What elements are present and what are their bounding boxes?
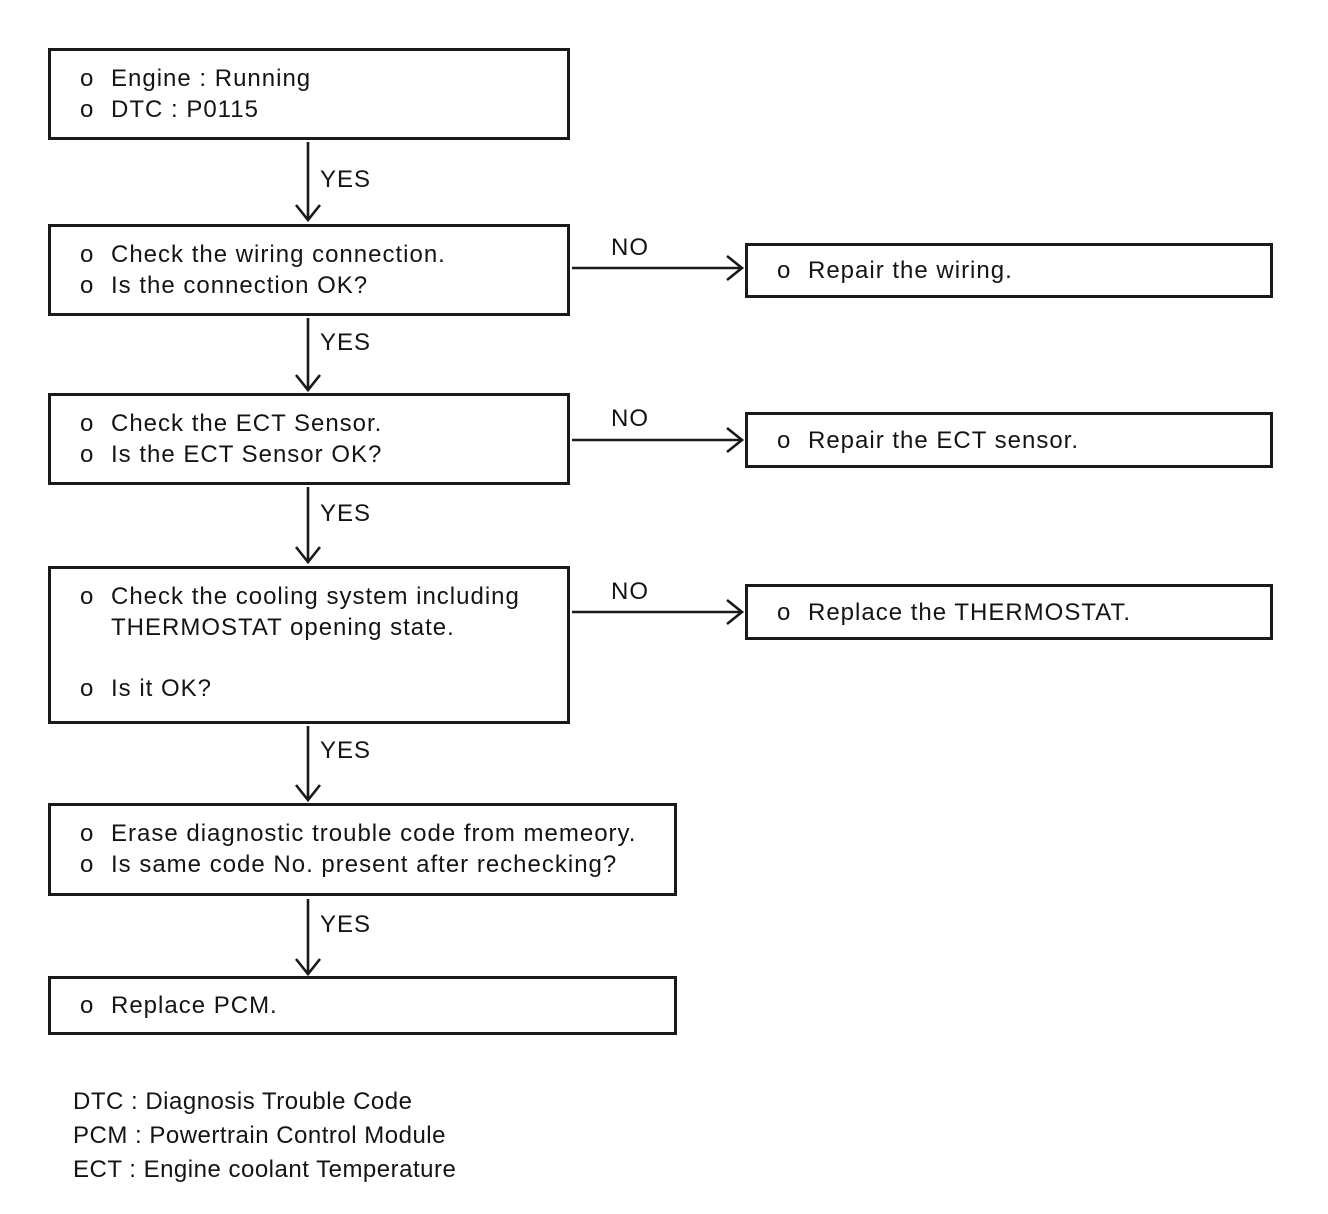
yes-label: YES <box>320 911 372 938</box>
yes-label: YES <box>320 166 372 193</box>
flow-text: Engine : Running <box>111 65 312 92</box>
bullet-marker: o <box>80 410 95 437</box>
flow-box-preconditions: o Engine : Running o DTC : P0115 <box>48 48 570 140</box>
flow-text: DTC : P0115 <box>111 96 259 123</box>
arrow-yes-5 <box>294 899 322 977</box>
flow-line: o Is the connection OK? <box>51 270 567 301</box>
yes-label: YES <box>320 329 372 356</box>
flow-box-replace-thermostat: o Replace the THERMOSTAT. <box>745 584 1273 640</box>
yes-label: YES <box>320 500 372 527</box>
flow-line: o Is it OK? <box>51 673 567 704</box>
bullet-marker: o <box>80 675 95 702</box>
bullet-marker: o <box>80 96 95 123</box>
bullet-marker: o <box>80 65 95 92</box>
no-label: NO <box>611 405 649 432</box>
flow-text: Is the connection OK? <box>111 272 369 299</box>
flow-text: Check the ECT Sensor. <box>111 410 383 437</box>
footnote-line: PCM : Powertrain Control Module <box>73 1122 446 1149</box>
flow-text: Replace the THERMOSTAT. <box>808 598 1132 626</box>
flow-text: Is the ECT Sensor OK? <box>111 441 383 468</box>
flow-text: Erase diagnostic trouble code from memeo… <box>111 820 637 847</box>
flow-text: Repair the ECT sensor. <box>808 426 1080 454</box>
flow-line: o Replace the THERMOSTAT. <box>748 597 1270 628</box>
bullet-marker: o <box>80 851 95 878</box>
arrow-yes-4 <box>294 726 322 803</box>
flow-line: o DTC : P0115 <box>51 94 567 125</box>
footnote-line: DTC : Diagnosis Trouble Code <box>73 1088 413 1115</box>
arrow-no-1 <box>572 254 745 282</box>
no-label: NO <box>611 234 649 261</box>
bullet-marker: o <box>777 598 792 626</box>
bullet-marker: o <box>80 820 95 847</box>
no-label: NO <box>611 578 649 605</box>
flow-line: o Check the wiring connection. <box>51 239 567 270</box>
flow-box-check-wiring: o Check the wiring connection. o Is the … <box>48 224 570 316</box>
flow-box-repair-wiring: o Repair the wiring. <box>745 243 1273 298</box>
flow-box-repair-ect-sensor: o Repair the ECT sensor. <box>745 412 1273 468</box>
flow-line: o Check the ECT Sensor. <box>51 408 567 439</box>
yes-label: YES <box>320 737 372 764</box>
bullet-marker: o <box>80 241 95 268</box>
flow-line: o Check the cooling system including THE… <box>51 581 567 643</box>
arrow-yes-3 <box>294 487 322 565</box>
bullet-marker: o <box>777 257 792 284</box>
arrow-yes-1 <box>294 142 322 223</box>
arrow-no-2 <box>572 426 745 454</box>
abbreviation-legend: DTC : Diagnosis Trouble Code PCM : Power… <box>73 1085 456 1187</box>
flow-box-erase-dtc: o Erase diagnostic trouble code from mem… <box>48 803 677 896</box>
flow-line: o Repair the ECT sensor. <box>748 425 1270 456</box>
bullet-marker: o <box>80 272 95 299</box>
flow-text: Repair the wiring. <box>808 257 1013 284</box>
bullet-marker: o <box>777 426 792 454</box>
flow-box-replace-pcm: o Replace PCM. <box>48 976 677 1035</box>
flow-line: o Erase diagnostic trouble code from mem… <box>51 818 674 849</box>
bullet-marker: o <box>80 583 95 610</box>
flow-line: o Engine : Running <box>51 63 567 94</box>
flow-line: o Replace PCM. <box>51 990 674 1021</box>
flow-line: o Is the ECT Sensor OK? <box>51 439 567 470</box>
flow-line: o Is same code No. present after recheck… <box>51 849 674 880</box>
flow-text: Is same code No. present after recheckin… <box>111 851 618 878</box>
arrow-no-3 <box>572 598 745 626</box>
arrow-yes-2 <box>294 318 322 393</box>
bullet-marker: o <box>80 992 95 1019</box>
bullet-marker: o <box>80 441 95 468</box>
flow-text: Check the cooling system including THERM… <box>111 583 520 641</box>
flow-box-check-ect-sensor: o Check the ECT Sensor. o Is the ECT Sen… <box>48 393 570 485</box>
flow-box-check-cooling-system: o Check the cooling system including THE… <box>48 566 570 724</box>
flow-text: Is it OK? <box>111 675 213 702</box>
flow-text: Check the wiring connection. <box>111 241 446 268</box>
flow-line: o Repair the wiring. <box>748 255 1270 286</box>
footnote-line: ECT : Engine coolant Temperature <box>73 1156 457 1183</box>
flow-text: Replace PCM. <box>111 992 278 1019</box>
